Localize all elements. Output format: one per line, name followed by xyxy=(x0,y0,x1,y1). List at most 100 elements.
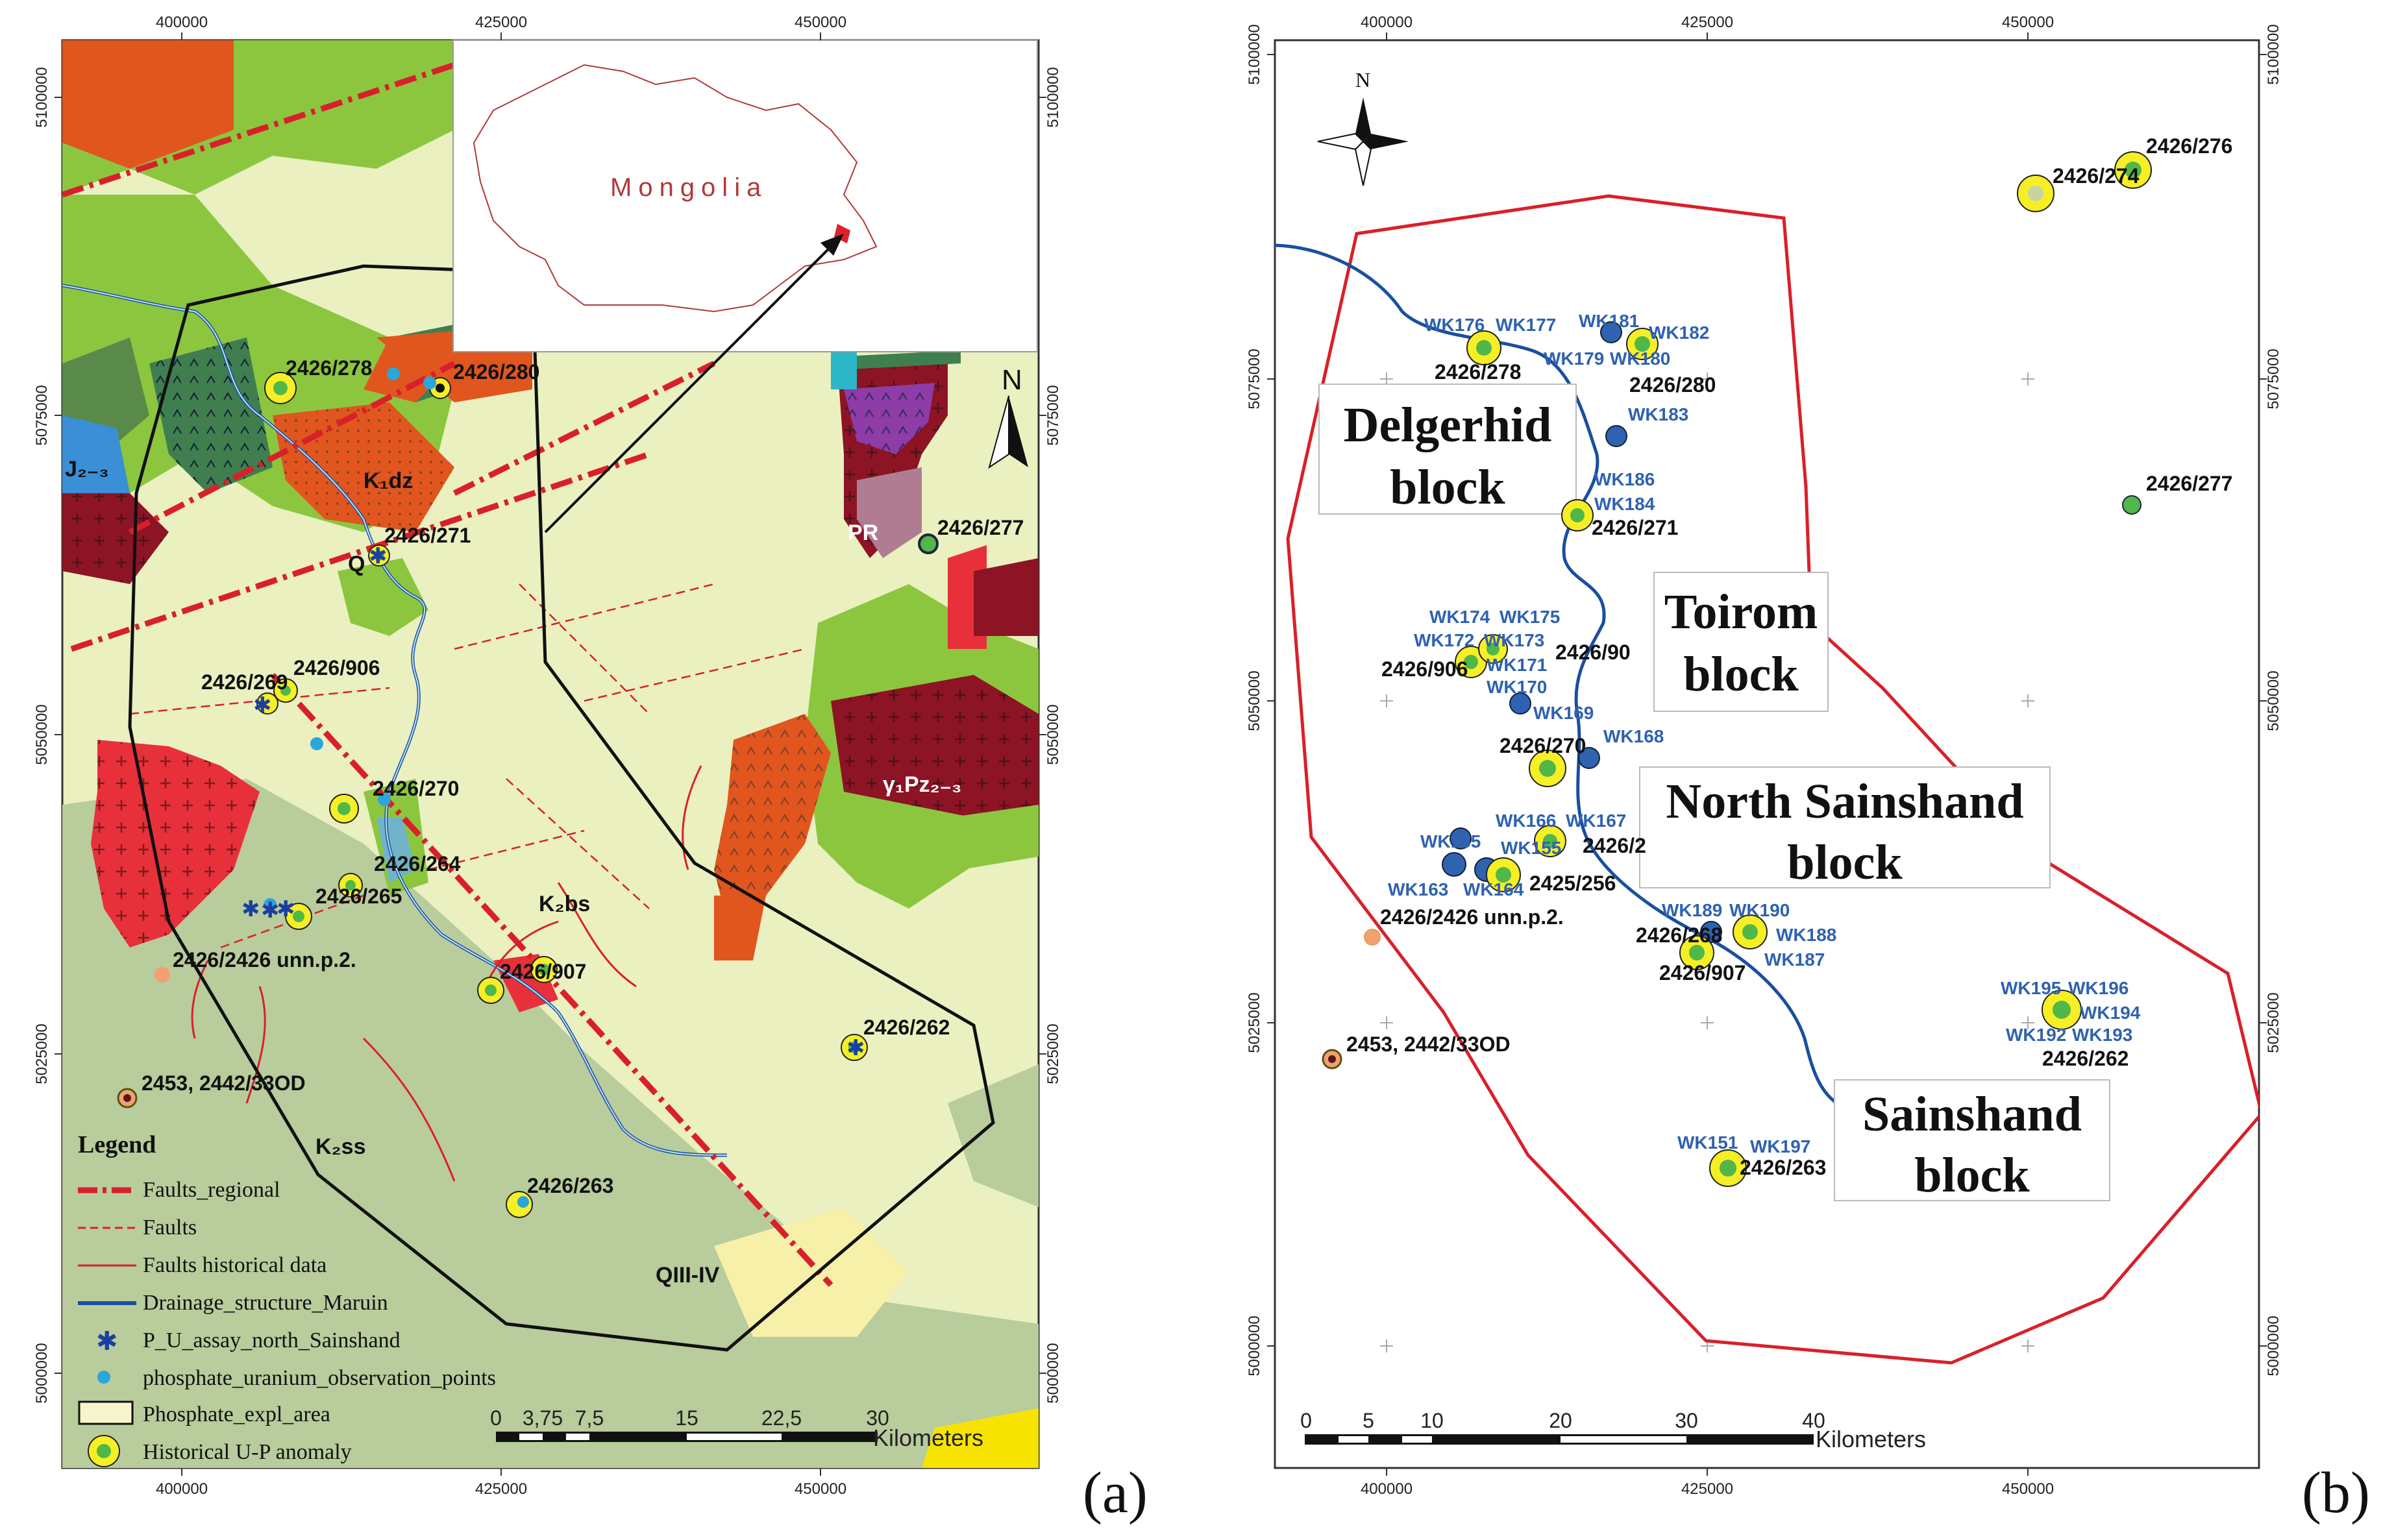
obs-points xyxy=(264,367,436,911)
wk-label: WK176 xyxy=(1424,315,1485,335)
wk-label: WK166 xyxy=(1496,811,1556,831)
anomaly-marker xyxy=(264,372,297,404)
svg-text:✱: ✱ xyxy=(369,544,388,568)
wk-label: WK172 xyxy=(1414,630,1474,650)
anomaly-marker xyxy=(918,533,939,554)
x-tick-label: 450000 xyxy=(795,1480,846,1498)
legend-swatch-anomaly-core xyxy=(97,1444,111,1458)
scale-tick-label: 15 xyxy=(675,1406,698,1430)
block-toirom-line1: Toirom xyxy=(1664,585,1818,639)
x-tick-label: 425000 xyxy=(1681,1480,1733,1498)
anomaly-marker xyxy=(1529,750,1566,787)
anomaly-marker xyxy=(285,903,312,930)
label-b-2426-270: 2426/270 xyxy=(1499,734,1586,757)
scale-tick-label: 40 xyxy=(1802,1409,1825,1432)
wk-label: WK174 xyxy=(1429,607,1490,627)
panel-a-map: Mongolia N K₁dz Q PR γ₁Pz₂₋₃ K₂bs K₂ss Q… xyxy=(33,14,1062,1498)
panel-b-frame xyxy=(1274,39,2260,1469)
wk-label: WK173 xyxy=(1484,630,1544,650)
wk-label: WK170 xyxy=(1487,677,1547,697)
geology-labels: K₁dz Q PR γ₁Pz₂₋₃ K₂bs K₂ss QIII-IV J₂₋₃ xyxy=(65,457,961,1288)
regional-fault-2 xyxy=(70,451,650,652)
block-delgerhid-line1: Delgerhid xyxy=(1344,398,1552,452)
legend-a: Legend ✱ Faults_regional Faults Faults h… xyxy=(78,1131,496,1467)
grid-cross xyxy=(1701,1016,1714,1029)
regional-fault-1 xyxy=(62,62,456,198)
x-tick-label: 450000 xyxy=(795,14,846,31)
unit-pink-pr xyxy=(857,467,922,558)
y-tick-label: 5025000 xyxy=(1044,1023,1062,1084)
label-b-2426-90: 2426/90 xyxy=(1555,641,1631,664)
block-box-north-sainshand xyxy=(1639,766,2051,888)
x-tick-label: 450000 xyxy=(2002,1480,2054,1498)
label-b-2426-276: 2426/276 xyxy=(2146,134,2232,158)
legend-swatch-area xyxy=(78,1400,134,1425)
anomaly-marker xyxy=(1442,852,1466,877)
y-tick-label: 5075000 xyxy=(1044,385,1062,445)
label-2426-269: 2426/269 xyxy=(201,670,288,694)
anomaly-marker xyxy=(477,977,504,1004)
unit-maroon-e2 xyxy=(974,558,1039,636)
anomaly-marker xyxy=(1322,1049,1342,1069)
anomaly-marker xyxy=(1534,825,1566,857)
wk-label: WK181 xyxy=(1579,311,1639,331)
fault-5 xyxy=(428,829,585,871)
anomaly-marker xyxy=(530,956,558,983)
panel-b-anomaly-labels: 2426/276 2426/274 2426/278 2426/280 2426… xyxy=(1346,134,2232,1179)
block-toirom-line2: block xyxy=(1683,647,1799,702)
unit-orange-e2 xyxy=(714,896,766,960)
block-labels: Delgerhid block Toirom block North Sains… xyxy=(1318,384,2110,1203)
unit-gray-east xyxy=(948,1064,1039,1207)
wk-label: WK163 xyxy=(1388,879,1448,899)
y-tick-label: 5000000 xyxy=(2265,1315,2282,1376)
x-tick-label: 400000 xyxy=(156,1480,208,1498)
unit-orange-nw xyxy=(62,40,234,169)
geo-label-qiii: QIII-IV xyxy=(656,1263,720,1288)
legend-label-area: Phosphate_expl_area xyxy=(143,1402,330,1426)
mongolia-outline xyxy=(473,64,878,313)
label-b-2426-280: 2426/280 xyxy=(1629,373,1716,397)
geology-units xyxy=(62,40,1039,1468)
regional-fault-4 xyxy=(270,672,833,1288)
geo-label-k2ss: K₂ss xyxy=(315,1134,365,1159)
hist-fault-6 xyxy=(191,960,209,1039)
inset-pointer-head xyxy=(821,234,844,256)
grid-cross xyxy=(1380,373,1393,385)
wk-label: WK190 xyxy=(1729,900,1790,920)
hist-fault-3 xyxy=(362,1037,456,1182)
label-2426-262: 2426/262 xyxy=(863,1016,950,1039)
unit-red-granite-pattern xyxy=(91,740,260,947)
north-arrow-right xyxy=(1009,396,1028,467)
anomaly-marker xyxy=(1700,921,1722,943)
y-tick-label: 5075000 xyxy=(33,385,51,445)
geo-label-k1dz: K₁dz xyxy=(364,469,413,493)
y-tick-label: 5025000 xyxy=(2265,992,2282,1053)
wk-label: WK193 xyxy=(2072,1025,2132,1045)
legend-label-obs: phosphate_uranium_observation_points xyxy=(143,1366,496,1390)
x-tick-label: 400000 xyxy=(1361,1480,1413,1498)
panel-a-point-labels: 2426/278 2426/280 2426/271 2426/277 2426… xyxy=(142,356,1024,1197)
wk-label: WK183 xyxy=(1628,404,1688,424)
wk-label: WK194 xyxy=(2080,1003,2141,1023)
hist-fault-4 xyxy=(682,765,702,870)
label-2426-907: 2426/907 xyxy=(500,960,586,983)
grid-cross xyxy=(2021,1339,2034,1352)
north-label-b: N xyxy=(1355,68,1370,92)
grid-cross xyxy=(2021,694,2034,707)
x-tick-label: 400000 xyxy=(1361,14,1413,31)
hist-fault-5 xyxy=(245,986,266,1104)
grid-cross xyxy=(2021,373,2034,385)
regional-faults xyxy=(62,62,833,1288)
geo-label-k2bs: K₂bs xyxy=(539,892,590,916)
block-box-toirom xyxy=(1653,572,1829,712)
unit-green-e3 xyxy=(948,805,1039,870)
inset-country-label: Mongolia xyxy=(610,173,767,202)
svg-text:✱: ✱ xyxy=(253,693,272,718)
anomaly-marker xyxy=(2114,151,2152,189)
wk-label: WK169 xyxy=(1533,703,1594,723)
unit-cyan-e xyxy=(831,350,857,389)
anomaly-marker xyxy=(1709,1149,1747,1187)
anomaly-marker xyxy=(1679,935,1714,970)
